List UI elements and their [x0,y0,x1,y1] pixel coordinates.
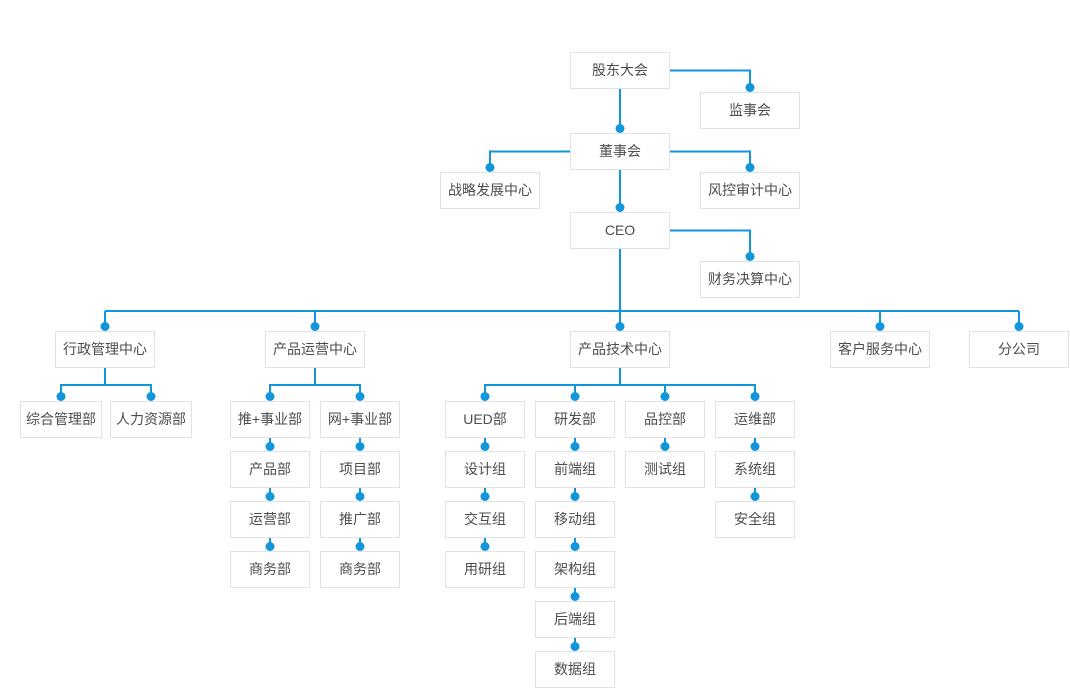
org-node-finance-center: 财务决算中心 [700,261,800,298]
connector-dot [570,442,580,451]
org-node-tui-business-dept: 推+事业部 [230,401,310,438]
org-node-risk-audit-center: 风控审计中心 [700,172,800,209]
org-node-ued-dept: UED部 [445,401,525,438]
org-node-customer-service-center: 客户服务中心 [830,331,930,368]
org-node-architecture-group: 架构组 [535,551,615,588]
org-node-board-of-directors: 董事会 [570,133,670,170]
connector-dot [480,542,490,551]
connector-dot [745,252,755,261]
connector-line [670,69,751,88]
org-node-testing-group: 测试组 [625,451,705,488]
org-node-wang-business-dept: 网+事业部 [320,401,400,438]
connector-dot [750,492,760,501]
org-node-product-tech-center: 产品技术中心 [570,331,670,368]
org-node-supervisory-board: 监事会 [700,92,800,129]
org-node-ceo: CEO [570,212,670,249]
connector-dot [750,442,760,451]
connector-dot [570,642,580,651]
org-node-project-dept: 项目部 [320,451,400,488]
connector-dot [745,163,755,172]
org-node-rd-dept: 研发部 [535,401,615,438]
connector-dot [355,492,365,501]
connector-dot [660,442,670,451]
connector-dot [265,442,275,451]
org-node-business-dept-tui: 商务部 [230,551,310,588]
connector-dot [100,322,110,331]
connector-dot [310,322,320,331]
connector-line [670,150,751,168]
org-node-operations-dept: 运营部 [230,501,310,538]
connector-dot [480,492,490,501]
connector-dot [265,542,275,551]
org-node-product-ops-center: 产品运营中心 [265,331,365,368]
connector-dot [570,542,580,551]
connector-dot [750,392,760,401]
org-node-product-dept: 产品部 [230,451,310,488]
connector-dot [480,392,490,401]
org-node-interaction-group: 交互组 [445,501,525,538]
org-node-hr-dept: 人力资源部 [110,401,192,438]
connector-dot [355,392,365,401]
connector-dot [660,392,670,401]
org-node-design-group: 设计组 [445,451,525,488]
org-node-system-group: 系统组 [715,451,795,488]
connector-dot [570,592,580,601]
connector-line [60,384,152,397]
org-node-admin-center: 行政管理中心 [55,331,155,368]
connector-dot [355,442,365,451]
connector-dot [355,542,365,551]
connector-dot [265,392,275,401]
org-node-security-group: 安全组 [715,501,795,538]
org-node-frontend-group: 前端组 [535,451,615,488]
org-node-business-dept-wang: 商务部 [320,551,400,588]
connector-dot [480,442,490,451]
connector-dot [615,203,625,212]
connector-dot [570,392,580,401]
connector-dot [146,392,156,401]
connector-line [670,229,751,257]
connector-dot [570,492,580,501]
org-node-backend-group: 后端组 [535,601,615,638]
connector-dot [875,322,885,331]
connector-line [269,384,361,397]
connector-dot [1014,322,1024,331]
connector-dot [485,163,495,172]
org-node-promotion-dept: 推广部 [320,501,400,538]
org-node-user-research-group: 用研组 [445,551,525,588]
connector-dot [615,124,625,133]
org-node-qc-dept: 品控部 [625,401,705,438]
connector-dot [745,83,755,92]
org-node-branch-company: 分公司 [969,331,1069,368]
connector-line [484,384,756,397]
connector-dot [265,492,275,501]
connector-dot [56,392,66,401]
org-node-mobile-group: 移动组 [535,501,615,538]
connector-dot [615,322,625,331]
connector-line [489,150,570,168]
org-node-data-group: 数据组 [535,651,615,688]
org-node-ops-maintenance-dept: 运维部 [715,401,795,438]
org-node-shareholders-meeting: 股东大会 [570,52,670,89]
org-node-strategy-dev-center: 战略发展中心 [440,172,540,209]
org-node-general-admin-dept: 综合管理部 [20,401,102,438]
